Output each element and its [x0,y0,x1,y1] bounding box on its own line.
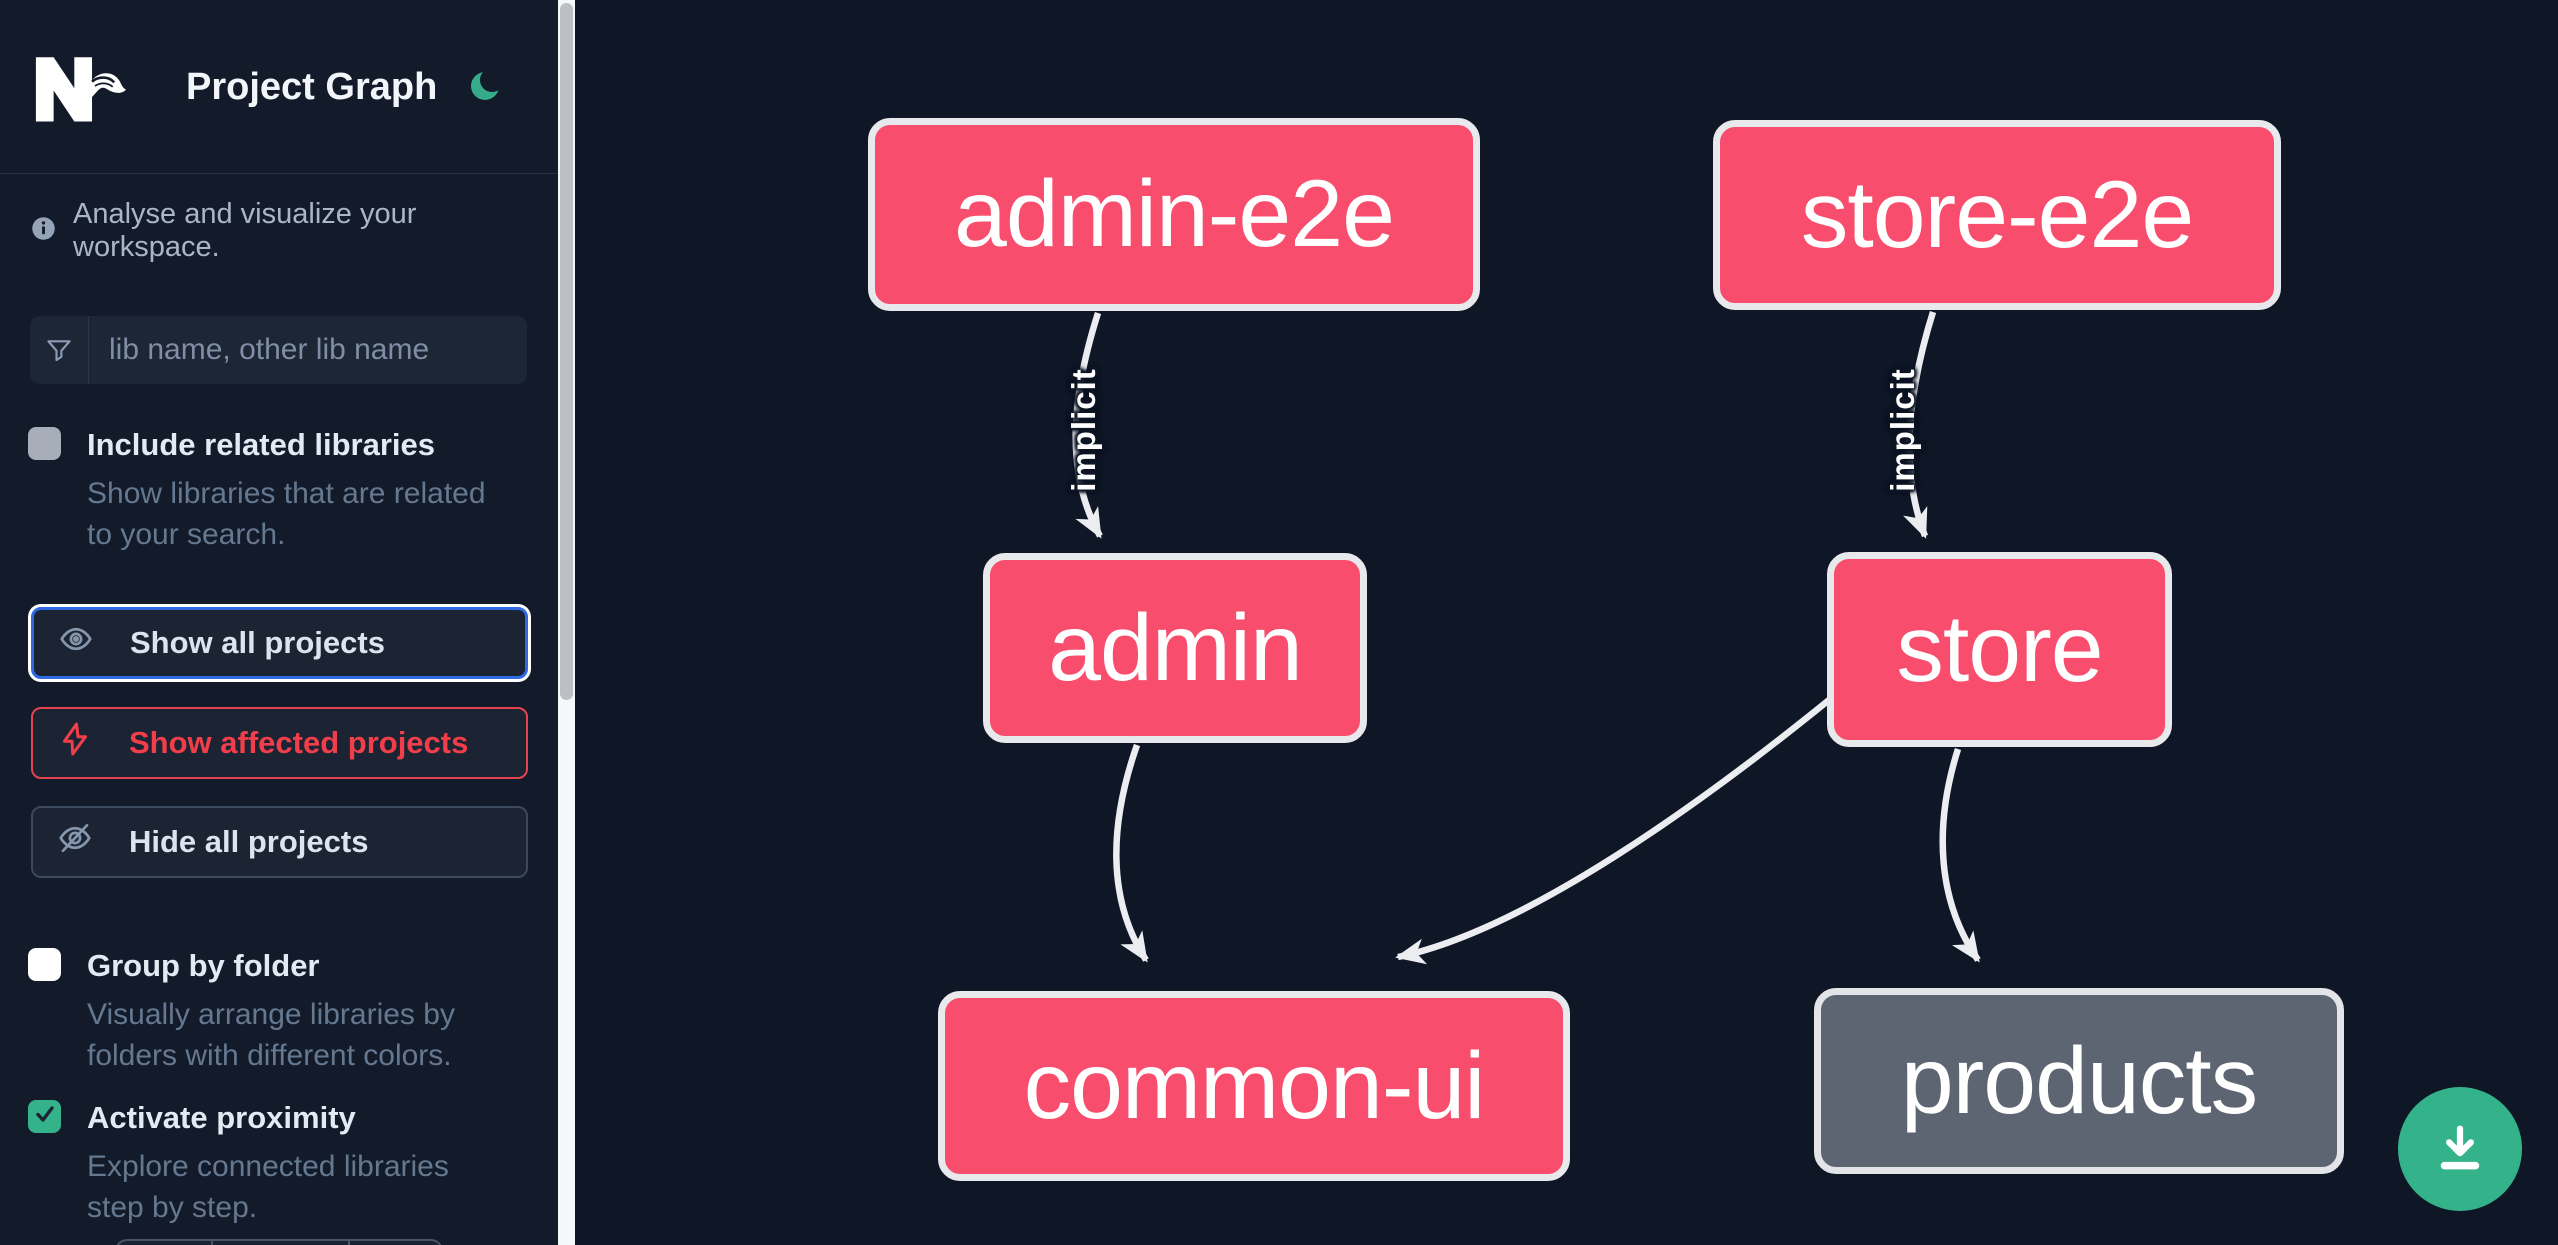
group-by-folder-checkbox[interactable] [28,948,61,981]
hide-all-projects-button[interactable]: Hide all projects [31,806,528,878]
workspace-tagline: Analyse and visualize your workspace. [73,198,417,263]
node-label: admin [1048,594,1303,701]
info-icon [30,215,57,247]
sidebar-header: Project Graph [0,0,558,174]
activate-proximity-checkbox[interactable] [28,1100,61,1133]
dark-mode-toggle[interactable] [468,66,506,104]
show-all-projects-button[interactable]: Show all projects [31,607,528,679]
node-label: store-e2e [1800,161,2194,268]
include-related-setting: Include related libraries Show libraries… [28,425,528,555]
group-by-folder-setting: Group by folder Visually arrange librari… [28,946,528,1076]
edge-store-e2e-store [1903,311,1937,539]
edge-store-common-ui [1395,697,1832,965]
eye-off-icon [57,820,93,864]
graph-node-admin[interactable]: admin [983,553,1367,743]
edge-label-implicit: implicit [1065,368,1102,492]
include-related-checkbox[interactable] [28,427,61,460]
activate-proximity-description: Explore connected libraries step by step… [87,1150,449,1224]
nx-logo-icon [30,52,126,131]
edge-admin-common-ui [1113,743,1149,963]
include-related-label: Include related libraries [87,427,436,462]
graph-node-admin-e2e[interactable]: admin-e2e [868,118,1480,311]
edge-store-products [1939,748,1981,963]
page-title: Project Graph [186,66,438,108]
node-label: common-ui [1023,1032,1486,1139]
show-affected-projects-label: Show affected projects [129,725,469,760]
proximity-increment-button[interactable] [348,1241,441,1245]
include-related-description: Show libraries that are related to your … [87,477,486,551]
download-icon [2429,1117,2491,1182]
graph-node-products[interactable]: products [1814,988,2344,1174]
eye-icon [58,621,94,665]
workspace-tagline-row: Analyse and visualize your workspace. [30,198,558,264]
filter-search-box [30,316,527,384]
edge-admin-e2e-admin [1072,312,1103,539]
node-label: admin-e2e [954,161,1395,267]
proximity-value [211,1241,348,1245]
edge-label-implicit: implicit [1884,368,1921,492]
node-label: products [1900,1027,2258,1134]
hide-all-projects-label: Hide all projects [129,824,369,859]
group-by-folder-label: Group by folder [87,948,320,983]
show-affected-projects-button[interactable]: Show affected projects [31,707,528,779]
download-graph-button[interactable] [2398,1087,2522,1211]
sidebar: Project Graph Analyse and visualize yo [0,0,558,1245]
activate-proximity-label: Activate proximity [87,1100,356,1135]
graph-node-store-e2e[interactable]: store-e2e [1713,120,2281,310]
moon-icon [468,68,506,107]
funnel-filter-icon [30,316,89,384]
graph-node-store[interactable]: store [1827,552,2172,747]
show-all-projects-label: Show all projects [130,625,385,660]
node-label: store [1896,596,2103,702]
sidebar-scrollbar[interactable] [558,0,575,1245]
scrollbar-thumb[interactable] [560,3,573,700]
lightning-bolt-icon [57,721,93,765]
activate-proximity-setting: Activate proximity Explore connected lib… [28,1098,528,1228]
proximity-stepper[interactable] [115,1239,443,1245]
search-input[interactable] [89,316,527,384]
graph-node-common-ui[interactable]: common-ui [938,991,1570,1181]
group-by-folder-description: Visually arrange libraries by folders wi… [87,998,455,1072]
checkmark-icon [33,1102,57,1131]
proximity-decrement-button[interactable] [117,1241,211,1245]
